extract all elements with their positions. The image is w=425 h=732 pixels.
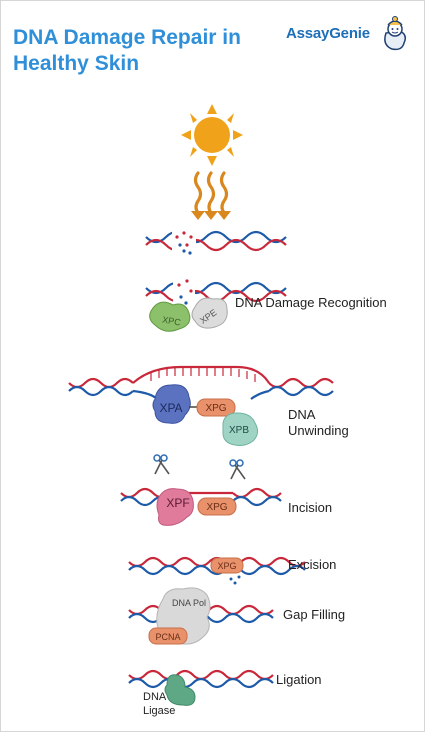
damaged-dna-helix-1 xyxy=(145,227,287,255)
pcna-protein: PCNA xyxy=(148,627,188,645)
scissors-icon-left xyxy=(153,454,170,475)
scissors-icon-right xyxy=(229,459,246,480)
uv-rays-icon xyxy=(191,171,231,220)
unwound-dna-bubble xyxy=(68,365,334,400)
xpg-protein-unwinding: XPG xyxy=(196,398,236,417)
pcna-label: PCNA xyxy=(155,632,180,642)
xpe-protein: XPE xyxy=(191,297,228,329)
xpc-protein: XPC xyxy=(149,301,191,332)
step-label-gap-filling: Gap Filling xyxy=(283,607,346,622)
xpf-label: XPF xyxy=(166,496,189,510)
step-label-excision: Excision xyxy=(288,557,337,572)
xpa-protein: XPA xyxy=(152,384,191,424)
xpb-protein: XPB xyxy=(222,412,259,446)
brand-logo: AssayGenie xyxy=(286,15,416,51)
step-label-unwinding-line2: Unwinding xyxy=(288,423,349,438)
step-label-ligation: Ligation xyxy=(276,672,322,687)
ligation-dna-helix xyxy=(128,669,274,689)
xpb-label: XPB xyxy=(229,425,249,436)
assaygenie-logo-icon xyxy=(384,16,407,51)
brand-name-part2: Genie xyxy=(329,25,370,42)
xpg-label-excision: XPG xyxy=(217,561,236,571)
dna-ligase-protein xyxy=(164,674,196,706)
dna-ligase-label-line1: DNA xyxy=(143,691,167,703)
xpg-label-unwinding: XPG xyxy=(205,403,226,414)
xpa-label: XPA xyxy=(159,401,182,415)
step-label-unwinding-line1: DNA xyxy=(288,407,316,422)
step-label-incision: Incision xyxy=(288,500,333,515)
brand-name: AssayGenie xyxy=(286,25,370,42)
dna-pol-label: DNA Pol xyxy=(172,598,206,608)
page-title: DNA Damage Repair in Healthy Skin xyxy=(13,25,263,77)
title-line-1: DNA Damage Repair in xyxy=(13,26,241,49)
sun-icon xyxy=(181,104,243,166)
step-label-unwinding: DNA Unwinding xyxy=(288,407,349,439)
step-label-recognition: DNA Damage Recognition xyxy=(235,295,387,310)
xpf-protein: XPF xyxy=(156,488,194,526)
dna-ligase-label-line2: Ligase xyxy=(143,705,176,717)
xpg-label-incision: XPG xyxy=(206,502,227,513)
brand-name-part1: Assay xyxy=(286,25,330,42)
xpg-protein-incision: XPG xyxy=(197,497,237,516)
title-line-2: Healthy Skin xyxy=(13,52,140,75)
xpc-label: XPC xyxy=(162,315,182,328)
excised-fragment xyxy=(229,575,241,585)
dna-ligase-label: DNA Ligase xyxy=(143,690,175,718)
xpg-protein-excision: XPG xyxy=(210,557,244,574)
